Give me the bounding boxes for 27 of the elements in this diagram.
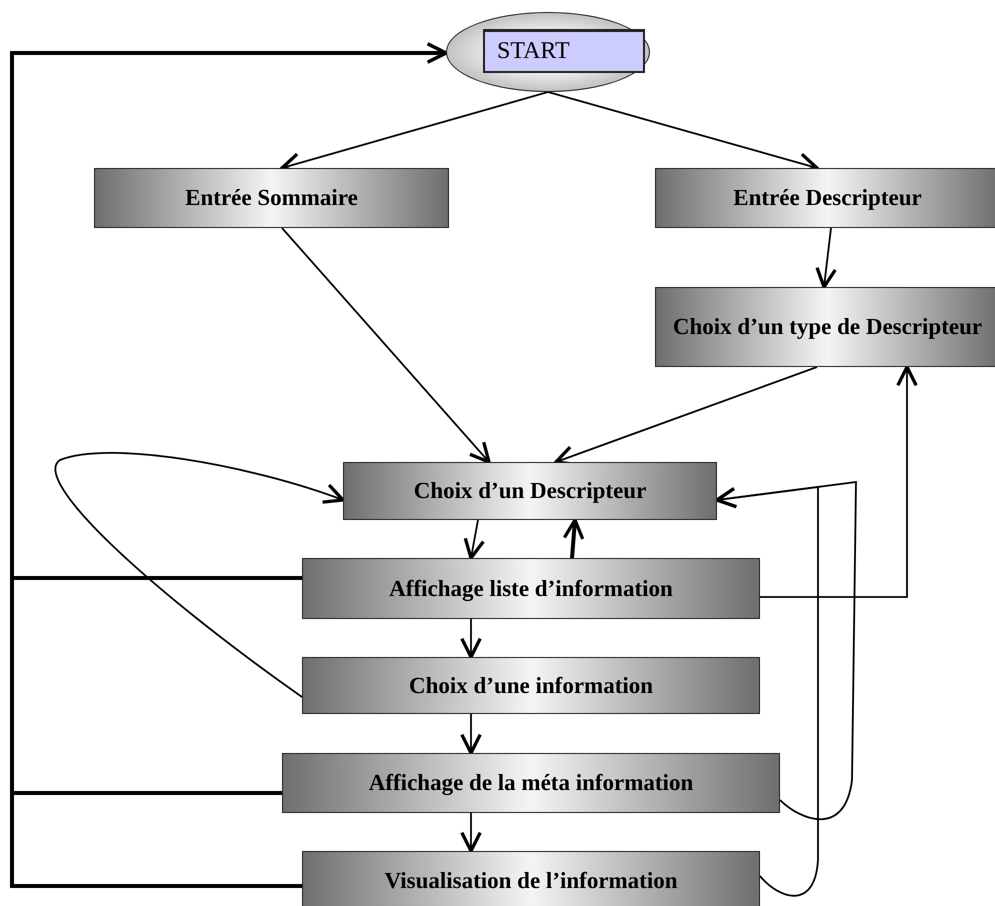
process-box <box>282 753 780 813</box>
arrow <box>460 714 482 755</box>
arrow <box>562 518 584 558</box>
node-label: Choix d’une information <box>408 672 654 698</box>
node-label: Visualisation de l’information <box>384 868 678 894</box>
arrow <box>55 452 345 698</box>
process-box <box>655 287 995 367</box>
process-box <box>343 462 717 520</box>
process-box <box>302 851 760 906</box>
node-label: Entrée Descripteur <box>733 185 922 211</box>
process-box <box>302 558 760 619</box>
arrow <box>715 486 819 897</box>
node-label: Choix d’un type de Descripteur <box>672 314 982 340</box>
arrow <box>460 813 482 853</box>
process-box <box>302 657 760 714</box>
node-label: Affichage liste d’information <box>389 576 673 602</box>
node-label: Entrée Sommaire <box>185 185 358 211</box>
arrow <box>815 228 837 289</box>
start-label: START <box>483 29 645 73</box>
arrow <box>281 227 491 464</box>
node-label: Choix d’un Descripteur <box>414 478 646 504</box>
node-label: Affichage de la méta information <box>368 770 694 796</box>
arrow <box>464 520 485 560</box>
arrow <box>460 619 482 659</box>
process-box <box>94 168 449 228</box>
arrow <box>760 365 918 598</box>
process-box <box>655 168 995 228</box>
